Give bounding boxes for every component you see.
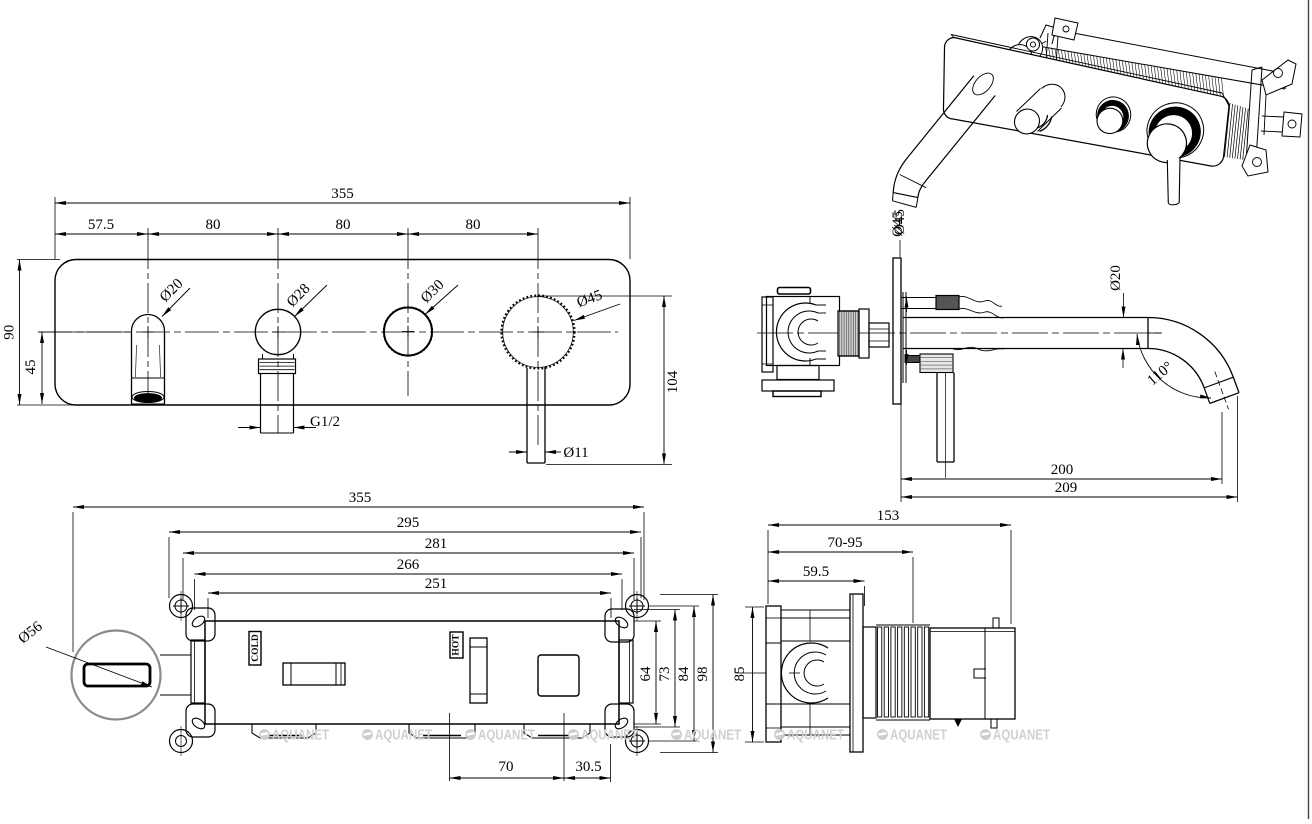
svg-text:57.5: 57.5 — [88, 217, 114, 233]
svg-text:G1/2: G1/2 — [310, 414, 340, 430]
svg-text:209: 209 — [1055, 480, 1078, 496]
svg-text:70: 70 — [499, 759, 514, 775]
svg-text:AQUANET: AQUANET — [375, 728, 432, 744]
svg-text:153: 153 — [877, 508, 900, 524]
svg-text:COLD: COLD — [251, 634, 261, 662]
svg-text:355: 355 — [331, 186, 354, 202]
svg-text:281: 281 — [425, 536, 448, 552]
svg-text:251: 251 — [425, 576, 448, 592]
svg-text:59.5: 59.5 — [803, 564, 829, 580]
svg-text:AQUANET: AQUANET — [478, 728, 535, 744]
svg-text:355: 355 — [349, 490, 372, 506]
svg-text:266: 266 — [397, 557, 420, 573]
svg-text:AQUANET: AQUANET — [684, 728, 741, 744]
svg-text:64: 64 — [638, 666, 654, 682]
svg-text:45: 45 — [23, 360, 39, 375]
svg-text:Ø45: Ø45 — [890, 211, 906, 237]
svg-text:73: 73 — [657, 667, 673, 682]
svg-text:200: 200 — [1051, 462, 1074, 478]
svg-text:104: 104 — [665, 370, 681, 393]
svg-text:80: 80 — [206, 217, 221, 233]
svg-text:AQUANET: AQUANET — [993, 728, 1050, 744]
svg-text:90: 90 — [2, 325, 18, 340]
svg-text:295: 295 — [397, 515, 420, 531]
svg-text:AQUANET: AQUANET — [787, 728, 844, 744]
svg-text:AQUANET: AQUANET — [890, 728, 947, 744]
svg-text:85: 85 — [732, 667, 748, 682]
svg-text:70-95: 70-95 — [828, 535, 863, 551]
svg-text:Ø20: Ø20 — [1108, 265, 1124, 291]
svg-text:84: 84 — [676, 666, 692, 682]
svg-text:AQUANET: AQUANET — [581, 728, 638, 744]
svg-text:AQUANET: AQUANET — [272, 728, 329, 744]
svg-text:HOT: HOT — [452, 634, 462, 656]
svg-text:Ø45: Ø45 — [892, 209, 908, 235]
svg-text:80: 80 — [466, 217, 481, 233]
svg-text:98: 98 — [695, 667, 711, 682]
svg-text:Ø11: Ø11 — [563, 445, 588, 461]
svg-text:80: 80 — [336, 217, 351, 233]
svg-text:30.5: 30.5 — [575, 759, 601, 775]
